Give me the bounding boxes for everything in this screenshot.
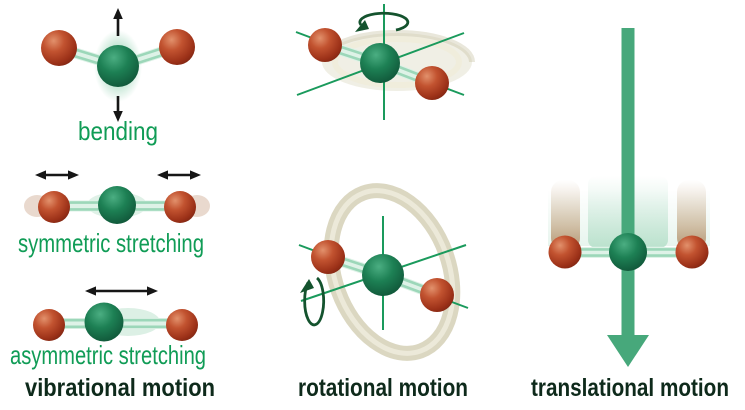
double-bond xyxy=(57,42,179,71)
asymmetric-stretching-label: asymmetric stretching xyxy=(10,340,206,370)
left-right-arrow-icon xyxy=(85,286,158,296)
green-atom xyxy=(84,302,124,342)
green-atom xyxy=(609,233,647,271)
rotation-blur-disc xyxy=(332,36,462,88)
rotation-arrow-icon xyxy=(355,11,410,32)
translational-motion-heading: translational motion xyxy=(531,374,729,402)
red-atom xyxy=(41,30,77,66)
red-atom xyxy=(311,240,345,274)
green-atom xyxy=(97,45,139,87)
bending-mode-figure xyxy=(41,8,195,122)
red-atom xyxy=(308,28,342,62)
rotational-section: rotational motion xyxy=(295,4,475,402)
red-atom xyxy=(420,278,454,312)
green-atom xyxy=(360,43,400,83)
double-bond xyxy=(323,40,434,88)
green-atom xyxy=(98,186,136,224)
rotational-motion-heading: rotational motion xyxy=(298,374,468,402)
red-atom xyxy=(675,235,709,269)
double-bond xyxy=(326,252,439,300)
green-atom xyxy=(362,254,404,296)
red-atom xyxy=(415,66,449,100)
red-atom xyxy=(38,191,70,223)
motion-blur xyxy=(551,180,580,250)
left-right-arrow-icon xyxy=(35,170,79,180)
translational-section: translational motion xyxy=(531,28,729,402)
vibrational-section: bending symmetric stretching xyxy=(10,8,215,402)
symmetric-stretching-label: symmetric stretching xyxy=(18,228,204,258)
rotation-about-vertical-axis-figure xyxy=(295,4,475,120)
rotation-arrow-icon xyxy=(300,276,326,327)
red-atom xyxy=(166,309,198,341)
bending-label: bending xyxy=(78,116,158,146)
asymmetric-stretching-figure xyxy=(33,286,198,342)
vibrational-motion-heading: vibrational motion xyxy=(25,374,215,402)
rotation-end-over-end-figure xyxy=(298,183,469,361)
down-arrow-icon xyxy=(113,96,123,122)
red-atom xyxy=(548,235,582,269)
up-arrow-icon xyxy=(113,8,123,36)
red-atom xyxy=(159,29,195,65)
motion-blur xyxy=(677,180,706,250)
red-atom xyxy=(164,191,196,223)
left-right-arrow-icon xyxy=(157,170,201,180)
symmetric-stretching-figure xyxy=(24,170,210,224)
red-atom xyxy=(33,309,65,341)
